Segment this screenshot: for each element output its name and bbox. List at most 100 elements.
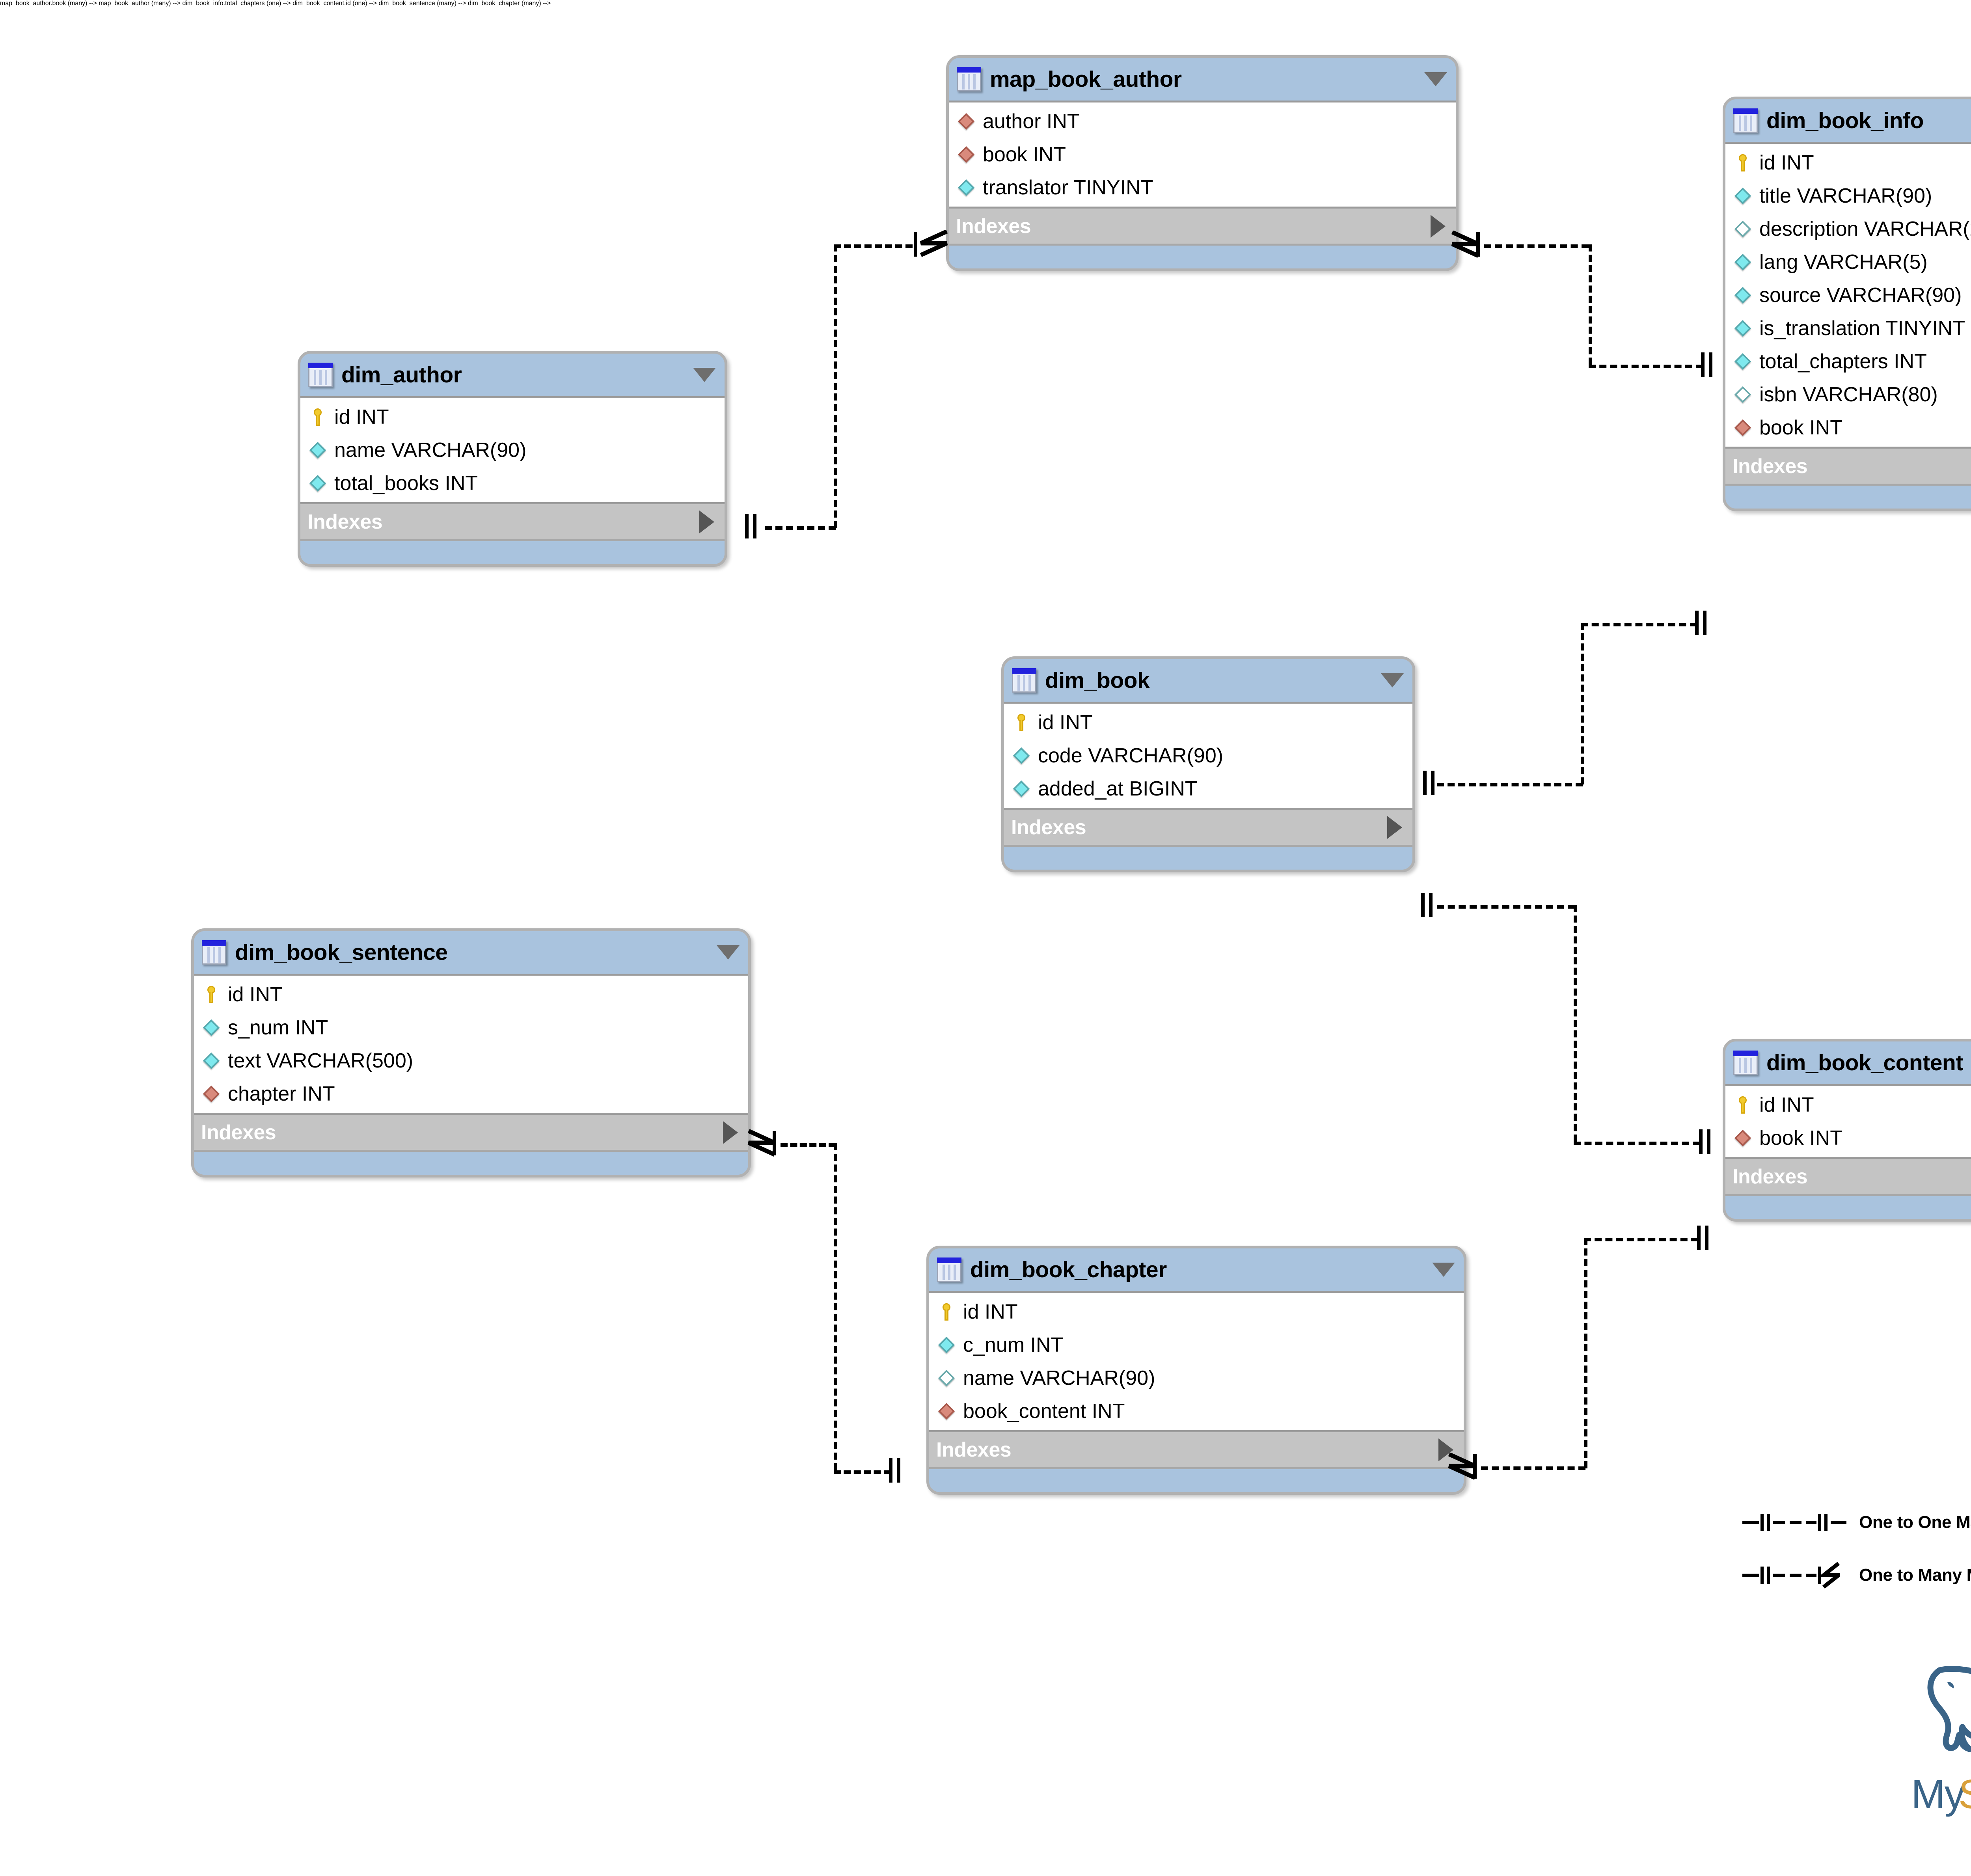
- indexes-bar[interactable]: Indexes: [949, 209, 1456, 246]
- table-map-book-author[interactable]: map_book_author author INT book INT tran…: [946, 55, 1459, 271]
- table-row[interactable]: id INT: [1004, 706, 1412, 739]
- table-row[interactable]: lang VARCHAR(5): [1725, 246, 1971, 279]
- table-header-map-book-author[interactable]: map_book_author: [949, 58, 1456, 101]
- primary-key-icon: [1733, 153, 1753, 173]
- chevron-down-icon[interactable]: [717, 945, 740, 959]
- table-header-dim-author[interactable]: dim_author: [300, 354, 725, 396]
- table-footer: [300, 541, 725, 564]
- chevron-down-icon[interactable]: [1424, 72, 1447, 86]
- table-row[interactable]: s_num INT: [194, 1011, 748, 1044]
- table-row[interactable]: id INT: [1725, 146, 1971, 179]
- one-bar-marker: [773, 1131, 776, 1155]
- column-label: description VARCHAR(200): [1759, 218, 1971, 240]
- diamond-cyan-icon: [956, 177, 976, 198]
- table-row[interactable]: c_num INT: [929, 1328, 1464, 1362]
- table-row[interactable]: id INT: [194, 978, 748, 1011]
- crow-foot-icon: [1451, 231, 1479, 260]
- table-row[interactable]: chapter INT: [194, 1077, 748, 1110]
- table-row[interactable]: text VARCHAR(500): [194, 1044, 748, 1077]
- diamond-cyan-icon: [1011, 745, 1032, 766]
- column-label: is_translation TINYINT: [1759, 317, 1965, 340]
- table-dim-book-info[interactable]: dim_book_info id INT title VARCHAR(90) d…: [1723, 97, 1971, 511]
- table-name: map_book_author: [990, 67, 1182, 92]
- table-row[interactable]: isbn VARCHAR(80): [1725, 378, 1971, 411]
- indexes-bar[interactable]: Indexes: [1725, 449, 1971, 486]
- column-label: source VARCHAR(90): [1759, 284, 1962, 307]
- table-row[interactable]: book INT: [949, 138, 1456, 171]
- chevron-right-icon[interactable]: [723, 1121, 738, 1144]
- table-header-dim-book-chapter[interactable]: dim_book_chapter: [929, 1248, 1464, 1291]
- chevron-right-icon[interactable]: [1387, 816, 1402, 839]
- chevron-right-icon[interactable]: [1431, 214, 1446, 238]
- table-name: dim_book_info: [1766, 108, 1924, 133]
- table-row[interactable]: total_chapters INT: [1725, 345, 1971, 378]
- table-dim-book-sentence[interactable]: dim_book_sentence id INT s_num INT text …: [191, 928, 751, 1177]
- column-list: id INT name VARCHAR(90) total_books INT: [300, 396, 725, 504]
- column-label: code VARCHAR(90): [1038, 744, 1224, 767]
- table-row[interactable]: name VARCHAR(90): [300, 434, 725, 467]
- table-row[interactable]: id INT: [929, 1295, 1464, 1328]
- table-dim-book[interactable]: dim_book id INT code VARCHAR(90) added_a…: [1001, 656, 1415, 872]
- column-label: s_num INT: [228, 1016, 328, 1039]
- table-header-dim-book-content[interactable]: dim_book_content: [1725, 1041, 1971, 1084]
- diamond-red-icon: [956, 144, 976, 165]
- relationship-dim-author-map-book-author: [765, 526, 836, 530]
- diamond-cyan-icon: [1733, 285, 1753, 306]
- indexes-bar[interactable]: Indexes: [300, 504, 725, 541]
- table-row[interactable]: translator TINYINT: [949, 171, 1456, 204]
- table-header-dim-book[interactable]: dim_book: [1004, 659, 1412, 702]
- table-row[interactable]: book_content INT: [929, 1395, 1464, 1428]
- relationship-segment: [834, 244, 913, 248]
- table-row[interactable]: id INT: [300, 401, 725, 434]
- one-to-many-symbol: [1742, 1559, 1849, 1592]
- diamond-cyan-icon: [201, 1051, 222, 1071]
- chevron-down-icon[interactable]: [1381, 673, 1404, 687]
- table-header-dim-book-info[interactable]: dim_book_info: [1725, 99, 1971, 142]
- indexes-label: Indexes: [1733, 1165, 1808, 1188]
- column-label: author INT: [983, 110, 1080, 133]
- one-marker: [1695, 1129, 1713, 1154]
- table-row[interactable]: source VARCHAR(90): [1725, 279, 1971, 312]
- table-row[interactable]: total_books INT: [300, 467, 725, 500]
- logo-text-my: My: [1911, 1772, 1965, 1817]
- table-row[interactable]: id INT: [1725, 1088, 1971, 1122]
- legend: One to One Mapping One to Many Mapping: [1742, 1506, 1971, 1592]
- table-header-dim-book-sentence[interactable]: dim_book_sentence: [194, 931, 748, 974]
- table-name: dim_book_content: [1766, 1050, 1963, 1075]
- crow-foot-icon: [747, 1129, 776, 1159]
- indexes-bar[interactable]: Indexes: [929, 1432, 1464, 1469]
- table-row[interactable]: name VARCHAR(90): [929, 1362, 1464, 1395]
- table-row[interactable]: code VARCHAR(90): [1004, 739, 1412, 772]
- diamond-cyan-icon: [307, 473, 328, 494]
- column-list: id INT code VARCHAR(90) added_at BIGINT: [1004, 702, 1412, 810]
- table-row[interactable]: is_translation TINYINT: [1725, 312, 1971, 345]
- table-dim-book-content[interactable]: dim_book_content id INT book INT Indexes: [1723, 1039, 1971, 1222]
- legend-label: One to One Mapping: [1859, 1513, 1971, 1532]
- table-row[interactable]: book INT: [1725, 1122, 1971, 1155]
- indexes-bar[interactable]: Indexes: [194, 1115, 748, 1152]
- one-marker: [1419, 771, 1437, 795]
- indexes-label: Indexes: [956, 214, 1031, 238]
- table-icon: [937, 1257, 961, 1282]
- column-label: c_num INT: [963, 1334, 1064, 1356]
- chevron-down-icon[interactable]: [1432, 1263, 1455, 1277]
- table-row[interactable]: author INT: [949, 105, 1456, 138]
- table-dim-author[interactable]: dim_author id INT name VARCHAR(90) total…: [298, 351, 727, 567]
- relationship-dim-book-dim-book-content: [1574, 905, 1577, 1142]
- table-row[interactable]: title VARCHAR(90): [1725, 179, 1971, 212]
- column-list: id INT c_num INT name VARCHAR(90) book_c…: [929, 1291, 1464, 1432]
- table-row[interactable]: book INT: [1725, 411, 1971, 444]
- table-name: dim_author: [341, 362, 462, 387]
- chevron-right-icon[interactable]: [699, 510, 714, 533]
- table-name: dim_book_sentence: [235, 940, 448, 965]
- chevron-down-icon[interactable]: [693, 368, 716, 382]
- relationship-segment: [1584, 1238, 1698, 1241]
- table-dim-book-chapter[interactable]: dim_book_chapter id INT c_num INT name V…: [926, 1246, 1466, 1495]
- table-row[interactable]: added_at BIGINT: [1004, 772, 1412, 805]
- table-footer: [929, 1469, 1464, 1492]
- indexes-bar[interactable]: Indexes: [1004, 810, 1412, 847]
- indexes-bar[interactable]: Indexes: [1725, 1159, 1971, 1196]
- table-row[interactable]: description VARCHAR(200): [1725, 212, 1971, 246]
- diamond-red-icon: [1733, 417, 1753, 438]
- column-label: name VARCHAR(90): [334, 439, 527, 462]
